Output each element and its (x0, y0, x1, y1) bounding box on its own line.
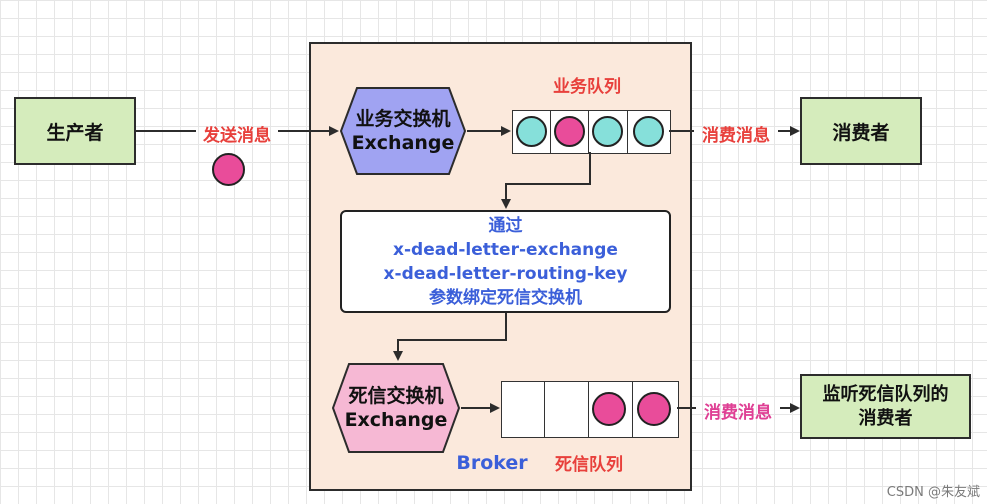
business-exchange-label: 业务交换机 Exchange (339, 86, 467, 176)
producer-label: 生产者 (46, 121, 104, 144)
dead-message-dot (637, 392, 671, 426)
consume-dead-message-label: 消费消息 (704, 403, 772, 423)
watermark: CSDN @朱友斌 (886, 485, 980, 500)
queue-message-dot (592, 116, 623, 147)
dead-letter-consumer-line: 消费者 (858, 407, 913, 429)
sent-message-dot (212, 153, 245, 186)
dead-letter-exchange-hexagon (331, 363, 461, 453)
business-queue-title: 业务队列 (553, 77, 621, 97)
consume-message-label: 消费消息 (702, 126, 770, 146)
dead-letter-consumer-line: 监听死信队列的 (822, 383, 949, 405)
dead-letter-exchange-label: 死信交换机 Exchange (331, 362, 461, 454)
queue-message-dot (554, 116, 585, 147)
broker-label: Broker (456, 452, 528, 474)
dead-letter-exchange-subtitle: Exchange (344, 409, 448, 431)
producer-box: 生产者 (14, 97, 136, 165)
binding-note-line: 参数绑定死信交换机 (429, 287, 582, 308)
arrow-note-to-dead-exchange (393, 313, 507, 361)
business-exchange-hexagon (339, 87, 467, 175)
binding-note-box: 通过 x-dead-letter-exchange x-dead-letter-… (340, 210, 671, 313)
binding-note-line: x-dead-letter-exchange (393, 239, 618, 260)
consumer-box: 消费者 (800, 97, 922, 165)
dead-letter-queue-cell (544, 381, 591, 438)
business-exchange-title: 业务交换机 (355, 108, 451, 130)
dead-letter-queue-title: 死信队列 (555, 455, 623, 475)
dead-letter-queue-cell (501, 381, 547, 438)
binding-note-line: 通过 (488, 215, 523, 236)
binding-note-line: x-dead-letter-routing-key (383, 263, 628, 284)
arrow-queue-to-note (501, 152, 591, 209)
consumer-label: 消费者 (832, 121, 890, 144)
dead-letter-consumer-box: 监听死信队列的 消费者 (800, 374, 971, 439)
queue-message-dot (516, 116, 547, 147)
business-exchange-subtitle: Exchange (351, 132, 455, 154)
send-message-label: 发送消息 (203, 126, 271, 146)
dead-message-dot (592, 392, 626, 426)
dead-letter-exchange-title: 死信交换机 (348, 385, 444, 407)
queue-message-dot (633, 116, 664, 147)
